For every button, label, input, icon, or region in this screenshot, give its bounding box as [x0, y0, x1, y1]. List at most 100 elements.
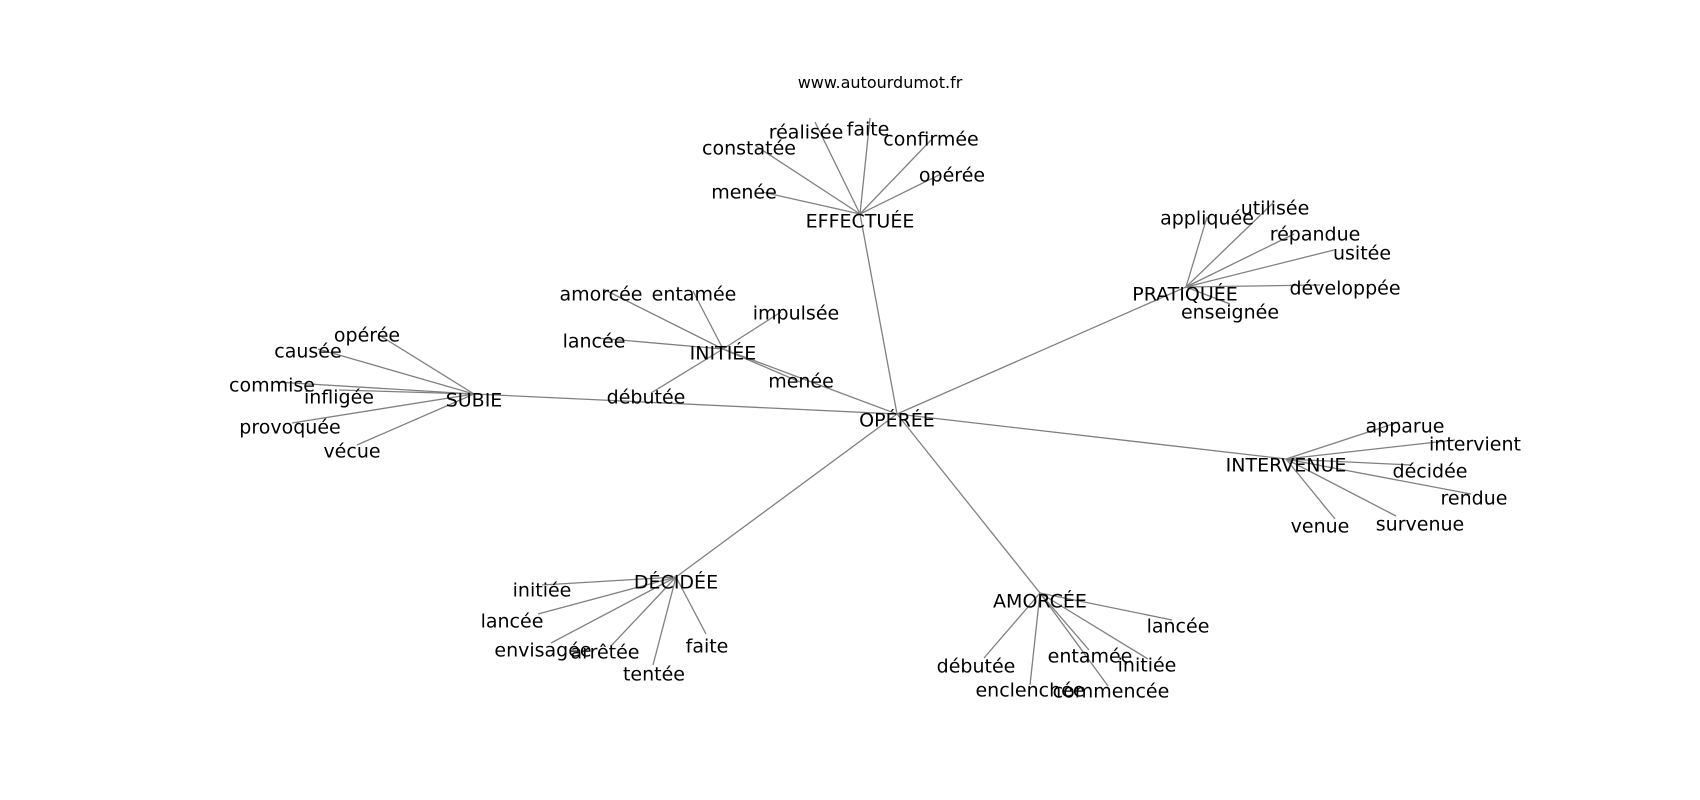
edge-cluster-6-child-4	[1029, 592, 1041, 686]
leaf-node-label: causée	[274, 341, 341, 363]
edge-center-to-cluster-1	[896, 286, 1187, 415]
watermark-text: www.autourdumot.fr	[798, 73, 963, 92]
edge-cluster-1-child-4	[1185, 284, 1321, 288]
leaf-node-label: réalisée	[769, 122, 844, 144]
leaf-node-label: provoquée	[239, 417, 340, 439]
edge-center-to-cluster-3	[473, 393, 898, 415]
leaf-node-label: lancée	[481, 611, 544, 633]
leaf-node-label: constatée	[702, 138, 796, 160]
edge-cluster-1-child-5	[1185, 286, 1231, 305]
leaf-node-label: enclenchée	[975, 680, 1084, 702]
edge-cluster-2-child-2	[722, 311, 782, 350]
edge-cluster-3-child-0	[378, 334, 475, 395]
leaf-node-label: opérée	[919, 165, 985, 187]
leaf-node-label: intervient	[1429, 434, 1521, 456]
leaf-node-label: opérée	[334, 325, 400, 347]
cluster-node-label: INITIÉE	[690, 342, 757, 365]
edge-cluster-0-child-1	[859, 117, 871, 215]
edge-cluster-4-child-5	[1285, 458, 1397, 517]
leaf-node-label: survenue	[1376, 514, 1464, 536]
leaf-node-label: lancée	[563, 331, 626, 353]
leaf-node-label: enseignée	[1181, 302, 1279, 324]
edge-cluster-3-child-4	[291, 393, 475, 424]
edge-cluster-1-child-3	[1185, 249, 1335, 288]
edge-cluster-5-child-0	[541, 576, 677, 586]
edge-cluster-5-child-4	[675, 576, 707, 635]
edge-cluster-4-child-3	[1285, 458, 1472, 495]
edge-cluster-1-child-1	[1185, 202, 1274, 288]
center-node-label: OPÉRÉE	[859, 409, 935, 432]
edge-cluster-1-child-2	[1185, 233, 1295, 288]
leaf-node-label: appliquée	[1160, 208, 1254, 230]
cluster-node-label: DÉCIDÉE	[634, 571, 718, 594]
edge-center-to-cluster-5	[675, 413, 898, 578]
edge-cluster-0-child-0	[814, 121, 861, 215]
edge-center-to-cluster-2	[722, 348, 898, 415]
edge-cluster-5-child-3	[610, 576, 677, 647]
leaf-node-label: décidée	[1393, 461, 1468, 483]
cluster-node-label: PRATIQUÉE	[1132, 283, 1238, 306]
edge-cluster-6-child-5	[1039, 592, 1109, 687]
leaf-node-label: initiée	[513, 580, 572, 602]
edge-cluster-1-child-0	[1185, 216, 1208, 288]
leaf-node-label: confirmée	[883, 129, 978, 151]
leaf-node-label: répandue	[1270, 224, 1361, 246]
leaf-node-label: développée	[1289, 278, 1400, 300]
edge-cluster-0-child-5	[761, 191, 861, 215]
edge-cluster-0-child-3	[755, 145, 861, 215]
edge-center-to-cluster-6	[896, 413, 1041, 594]
edge-cluster-2-child-0	[602, 288, 724, 350]
edge-cluster-5-child-2	[550, 576, 677, 644]
edge-cluster-3-child-5	[356, 393, 475, 446]
edge-cluster-2-child-4	[650, 348, 724, 394]
edge-cluster-4-child-1	[1285, 439, 1456, 460]
leaf-node-label: utilisée	[1241, 198, 1310, 220]
edge-cluster-0-child-2	[859, 139, 932, 215]
cluster-node-label: EFFECTUÉE	[806, 210, 915, 233]
leaf-node-label: lancée	[1147, 616, 1210, 638]
leaf-node-label: initiée	[1118, 655, 1177, 677]
edge-cluster-5-child-1	[537, 576, 677, 615]
leaf-node-label: envisagée	[494, 640, 591, 662]
leaf-node-label: infligée	[304, 387, 374, 409]
cluster-node-label: SUBIE	[446, 390, 503, 412]
edge-center-to-cluster-0	[859, 213, 898, 415]
leaf-node-label: usitée	[1333, 243, 1391, 265]
edge-cluster-5-child-5	[652, 576, 677, 666]
leaf-node-label: entamée	[1048, 646, 1133, 668]
leaf-node-label: amorcée	[560, 284, 643, 306]
leaf-node-label: faite	[847, 119, 890, 141]
leaf-node-label: faite	[686, 636, 729, 658]
leaf-node-label: tentée	[623, 664, 685, 686]
leaf-node-label: commise	[229, 375, 315, 397]
edge-cluster-6-child-2	[1039, 592, 1090, 651]
leaf-node-label: impulsée	[753, 303, 839, 325]
cluster-node-label: INTERVENUE	[1226, 455, 1347, 477]
edge-cluster-2-child-3	[596, 337, 724, 350]
leaf-node-label: venue	[1291, 516, 1350, 538]
edge-cluster-0-child-4	[859, 173, 942, 215]
edge-cluster-4-child-0	[1285, 421, 1400, 460]
edge-cluster-3-child-1	[317, 348, 475, 395]
edge-cluster-3-child-3	[338, 389, 475, 395]
edge-cluster-6-child-0	[1039, 592, 1173, 621]
leaf-node-label: entamée	[652, 284, 737, 306]
leaf-node-label: commencée	[1053, 681, 1170, 703]
edge-cluster-2-child-1	[692, 290, 724, 350]
leaf-node-label: menée	[768, 371, 834, 393]
edge-cluster-6-child-1	[983, 592, 1041, 659]
edge-cluster-4-child-2	[1285, 458, 1412, 466]
graph-edges	[275, 117, 1472, 687]
edge-cluster-3-child-2	[275, 381, 475, 395]
leaf-node-label: arrêtée	[570, 642, 639, 664]
edge-cluster-4-child-4	[1285, 458, 1336, 520]
leaf-node-label: rendue	[1441, 488, 1508, 510]
leaf-node-label: vécue	[323, 441, 380, 463]
leaf-node-label: débutée	[607, 387, 686, 409]
edge-center-to-cluster-4	[896, 413, 1287, 460]
leaf-node-label: apparue	[1366, 416, 1445, 438]
edge-cluster-6-child-3	[1039, 592, 1149, 660]
leaf-node-label: menée	[711, 182, 777, 204]
